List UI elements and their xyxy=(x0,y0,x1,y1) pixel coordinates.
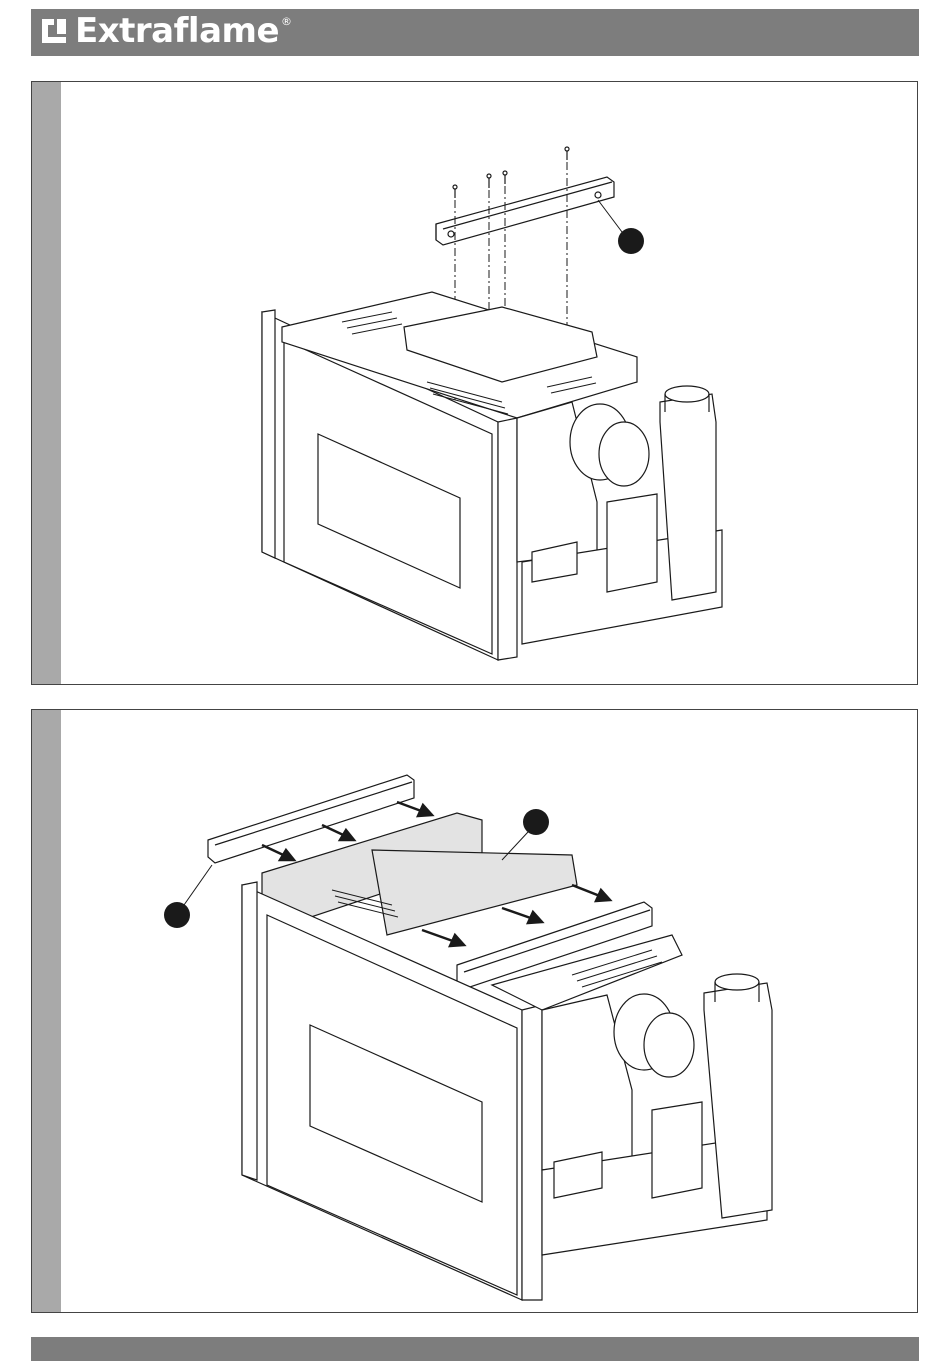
brand-name: Extraflame xyxy=(75,14,279,48)
panel-step-2 xyxy=(31,709,918,1313)
bracket-part xyxy=(436,177,614,245)
callout-marker-top xyxy=(523,809,549,835)
brand-logo: Extraflame ® xyxy=(39,11,292,51)
brand-registered: ® xyxy=(281,15,292,28)
stove-diagram-2 xyxy=(32,710,919,1314)
brand-mark-icon xyxy=(39,16,69,46)
callout-marker-left xyxy=(164,902,190,928)
footer-bar xyxy=(31,1337,919,1361)
stove-diagram-1 xyxy=(32,82,919,686)
screw-icons xyxy=(453,147,569,198)
panel-step-1 xyxy=(31,81,918,685)
